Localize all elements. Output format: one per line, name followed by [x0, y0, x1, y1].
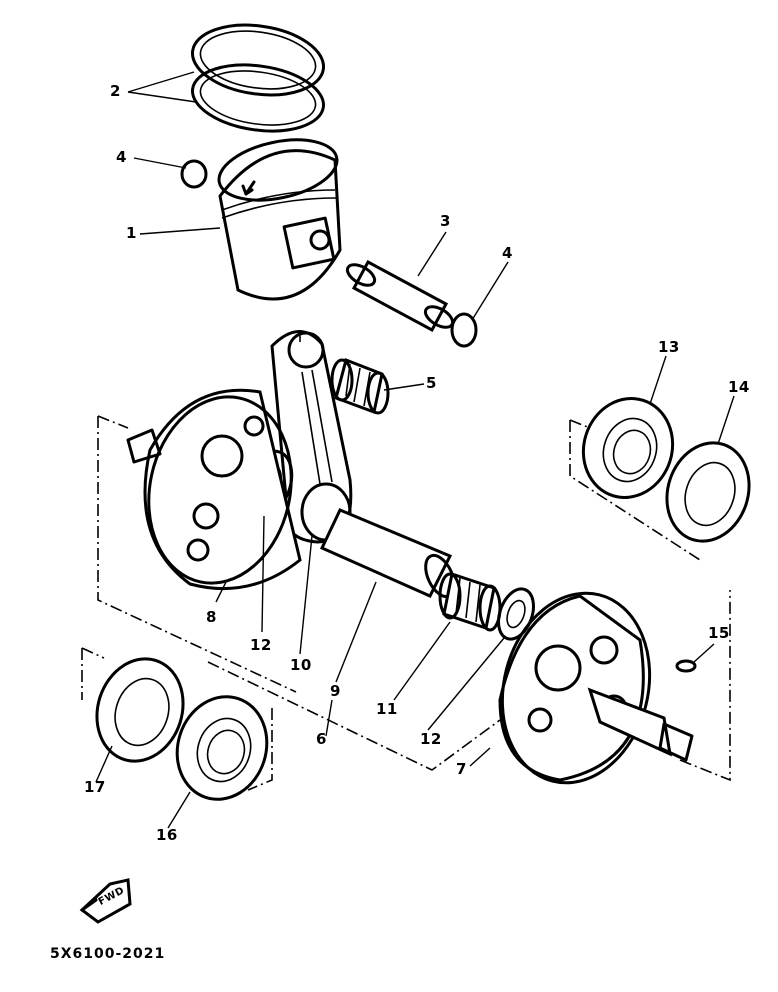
callout-10: 10: [290, 656, 312, 674]
bearing-16: [175, 695, 269, 801]
crank-web-right: [498, 591, 694, 785]
callout-6: 6: [316, 730, 327, 748]
callout-13: 13: [658, 338, 680, 356]
callout-4-right: 4: [502, 244, 513, 262]
small-end-bearing: [330, 357, 390, 415]
callout-8: 8: [206, 608, 217, 626]
woodruff-key: [675, 659, 697, 673]
big-end-bearing: [438, 572, 502, 632]
oil-seal-14: [665, 441, 751, 543]
callout-9: 9: [330, 682, 341, 700]
fwd-arrow-icon: [79, 878, 132, 924]
piston: [217, 138, 342, 301]
leader-lines: [95, 71, 735, 829]
circlip-right: [450, 312, 478, 348]
callout-7: 7: [456, 760, 467, 778]
part-code: 5X6100-2021: [50, 946, 166, 962]
piston-pin: [345, 259, 455, 333]
callout-5: 5: [426, 374, 437, 392]
bearing-13: [581, 397, 675, 499]
callout-14: 14: [728, 378, 750, 396]
callout-17: 17: [84, 778, 106, 796]
callout-12-left: 12: [250, 636, 272, 654]
assembly-bracket-lines: [81, 330, 731, 791]
callout-4-upper: 4: [116, 148, 127, 166]
circlip-upper: [180, 159, 208, 189]
crank-web-left: [126, 388, 302, 590]
piston-rings: [190, 23, 326, 133]
callout-3: 3: [440, 212, 451, 230]
callout-15: 15: [708, 624, 730, 642]
callout-12-right: 12: [420, 730, 442, 748]
callout-2: 2: [110, 82, 121, 100]
callout-1: 1: [126, 224, 137, 242]
callout-11: 11: [376, 700, 398, 718]
callout-16: 16: [156, 826, 178, 844]
oil-seal-17: [95, 657, 185, 763]
